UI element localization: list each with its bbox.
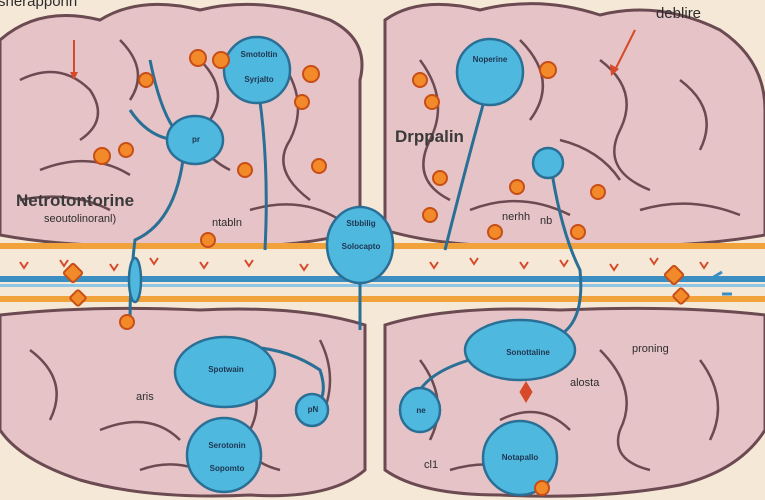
neuron-icon [325,205,395,285]
molecule-icon [69,289,87,307]
molecule-icon [294,94,310,110]
neuron-icon [127,256,143,304]
molecule-icon [189,49,207,67]
arrow-icon [610,64,619,76]
molecule-icon [509,179,525,195]
molecule-icon [93,147,111,165]
cell-label-p1: pr [192,135,200,144]
arrow-icon [614,29,636,71]
label-neurotransmitter: Netrotontorine [16,191,135,210]
cell-label-serotonin-bottom1: Serotonin [208,441,246,450]
molecule-icon [302,65,320,83]
label-top-right: deblire [656,5,702,22]
molecule-icon [663,264,685,286]
molecule-icon [487,224,503,240]
label-serotonin-sub: seoutolinoranl) [44,213,117,225]
molecule-icon [200,232,216,248]
molecule-icon [534,480,550,496]
label-alosta: alosta [570,377,600,389]
cell-label-syn-top1: Smotoltin [240,50,278,59]
cell-label-syn-top2: Syrjalto [244,75,274,84]
molecule-icon [412,72,428,88]
arrows [70,29,636,403]
label-proning: proning [632,343,669,355]
label-nerh: nerhh [502,211,531,223]
label-aris: aris [136,391,154,403]
molecule-icon [311,158,327,174]
molecule-icon [119,314,135,330]
molecule-icon [590,184,606,200]
cell-label-sonottaline: Sonottaline [506,348,550,357]
label-top-left: sherapponh [0,0,78,10]
neuron-icon [173,335,277,409]
brain-bottom-right [383,306,765,498]
cell-label-notapalio: Notapallo [501,453,539,462]
brain-bottom-left [0,306,367,498]
molecule-icon [62,262,84,284]
label-nabin: ntabln [212,217,242,229]
cell-label-norperine: Noperine [472,55,508,64]
neuron-icon [222,35,292,105]
cell-label-center-top: Stbbilig [346,219,376,228]
molecule-icon [539,61,557,79]
arrow-icon [70,72,78,80]
vesicle-marks [711,270,732,296]
brain-top-right [383,2,765,248]
molecule-icon [138,72,154,88]
cell-label-center-bottom: Solocapto [341,242,381,251]
neuron-icon [531,146,565,180]
molecule-icon [424,94,440,110]
neuron-icon [165,114,225,166]
molecule-icon [422,207,438,223]
neuron-icon [463,318,577,382]
label-nb: nb [540,215,553,227]
neuron-cells [127,35,577,497]
molecules [62,49,690,496]
molecule-icon [212,51,230,69]
molecule-icon [118,142,134,158]
cell-label-serotonin-bottom2: Sopomto [209,464,245,473]
cell-label-spotwain: Spotwain [208,365,244,374]
neuron-icon [455,37,525,107]
molecule-icon [237,162,253,178]
cell-label-pn: pN [307,405,319,414]
label-dopamine: Drppalin [395,127,464,146]
molecule-icon [432,170,448,186]
vesicle-icon [711,270,723,280]
label-cl: cl1 [424,459,439,471]
neuron-icon [185,416,263,494]
molecule-icon [672,287,690,305]
neuron-icon [294,392,330,428]
neuron-icon [398,386,442,434]
molecule-icon [570,224,586,240]
arrow-icon [519,381,533,403]
neuron-icon [481,419,559,497]
cell-label-ne: ne [416,406,426,415]
